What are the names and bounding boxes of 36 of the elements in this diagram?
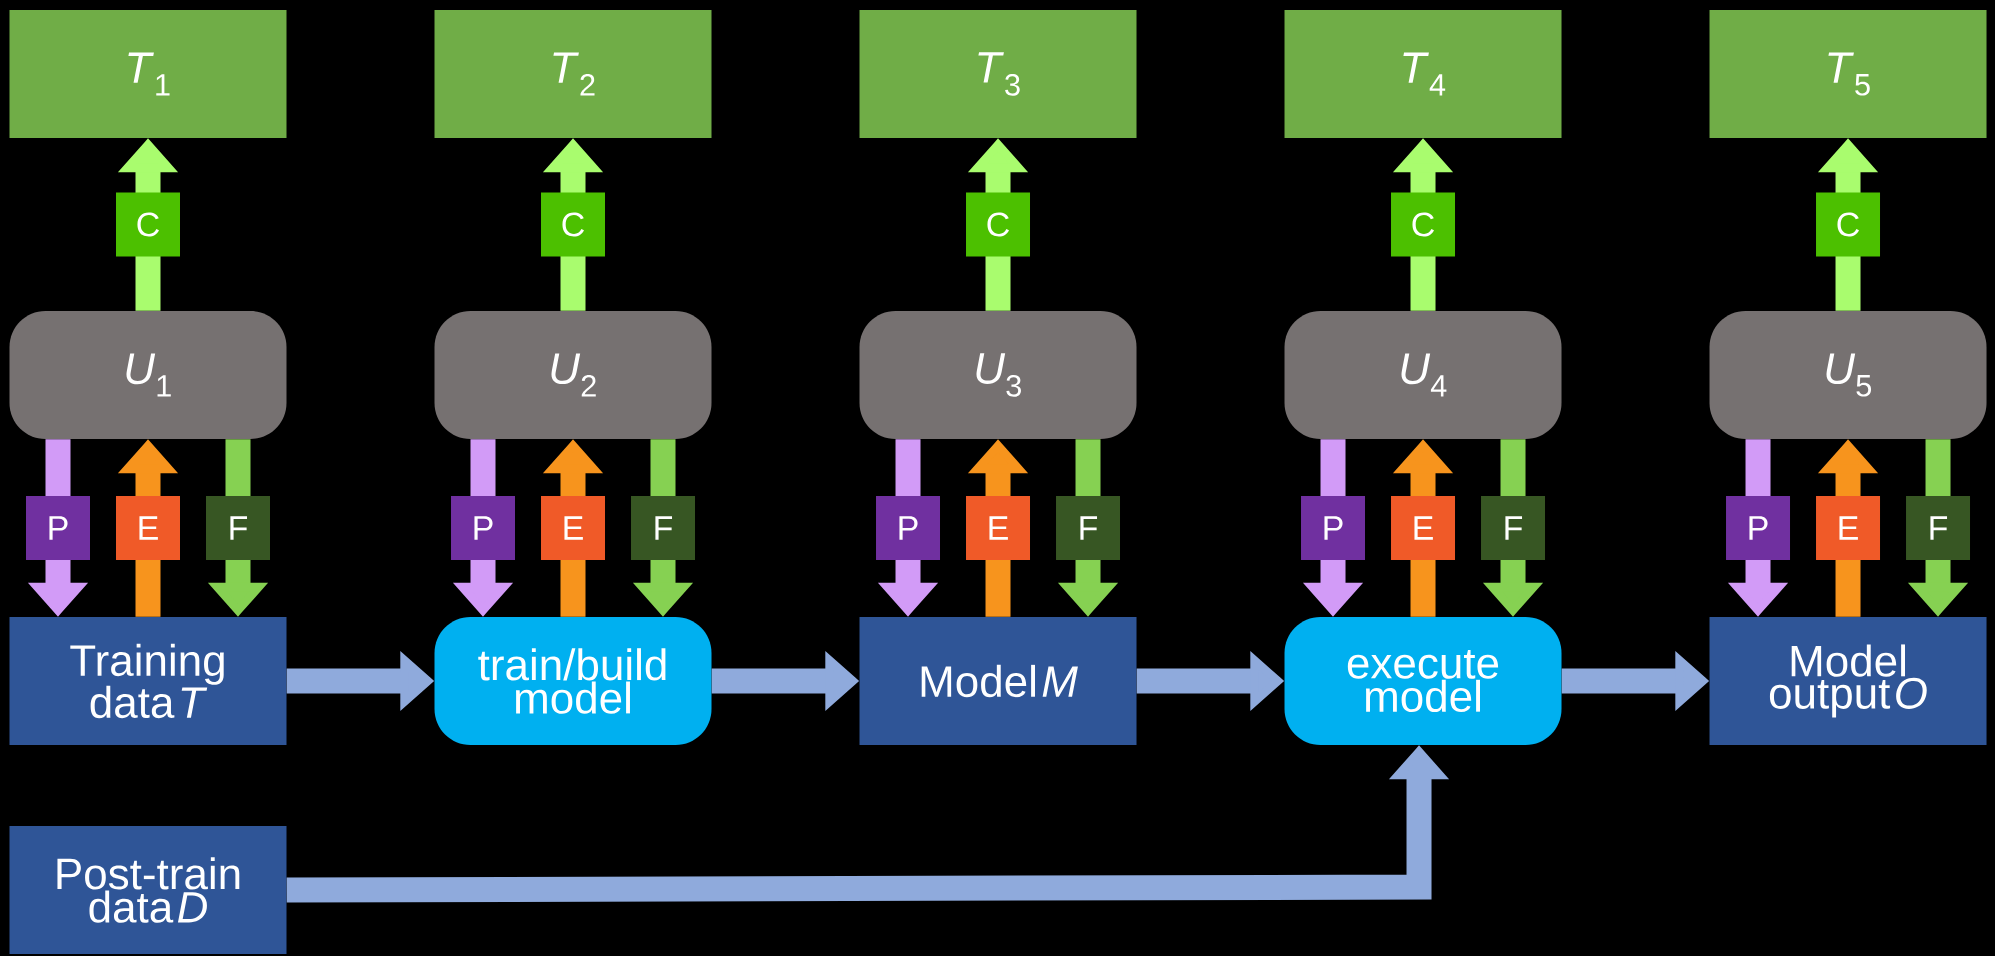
data-box: Post-train dataD: [9, 826, 287, 954]
edge-label: P: [1301, 496, 1365, 560]
rounded-box: U$_{2}$: [434, 311, 712, 439]
rounded-box: U$_{3}$: [859, 311, 1137, 439]
edge-label: F: [1056, 496, 1120, 560]
edge-label: E: [116, 496, 180, 560]
edge-label: E: [1391, 496, 1455, 560]
edge-label: F: [631, 496, 695, 560]
data-box: Model M: [859, 617, 1137, 745]
edge-label: F: [1481, 496, 1545, 560]
edge-label: C: [1391, 192, 1455, 257]
target-box: T$_{3}$: [859, 10, 1137, 138]
edge-label: C: [116, 192, 180, 257]
edge-label: E: [966, 496, 1030, 560]
data-box: Training data T: [9, 617, 287, 745]
edge-label: P: [1726, 496, 1790, 560]
edge-label: P: [26, 496, 90, 560]
edge-label: C: [966, 192, 1030, 257]
target-box: T$_{2}$: [434, 10, 712, 138]
rounded-box: U$_{5}$: [1709, 311, 1987, 439]
target-box: T$_{5}$: [1709, 10, 1987, 138]
data-box: Model outputO: [1709, 617, 1987, 745]
target-box: T$_{1}$: [9, 10, 287, 138]
edge-label: F: [206, 496, 270, 560]
edge-label: P: [451, 496, 515, 560]
edge-label: C: [541, 192, 605, 257]
edge-label: C: [1816, 192, 1880, 257]
edge-label: E: [541, 496, 605, 560]
target-box: T$_{4}$: [1284, 10, 1562, 138]
rounded-box: U$_{1}$: [9, 311, 287, 439]
rounded-box: U$_{4}$: [1284, 311, 1562, 439]
edge-label: F: [1906, 496, 1970, 560]
process-box: train/build model: [434, 617, 712, 745]
edge-label: E: [1816, 496, 1880, 560]
edge-label: P: [876, 496, 940, 560]
process-box: execute model: [1284, 617, 1562, 745]
